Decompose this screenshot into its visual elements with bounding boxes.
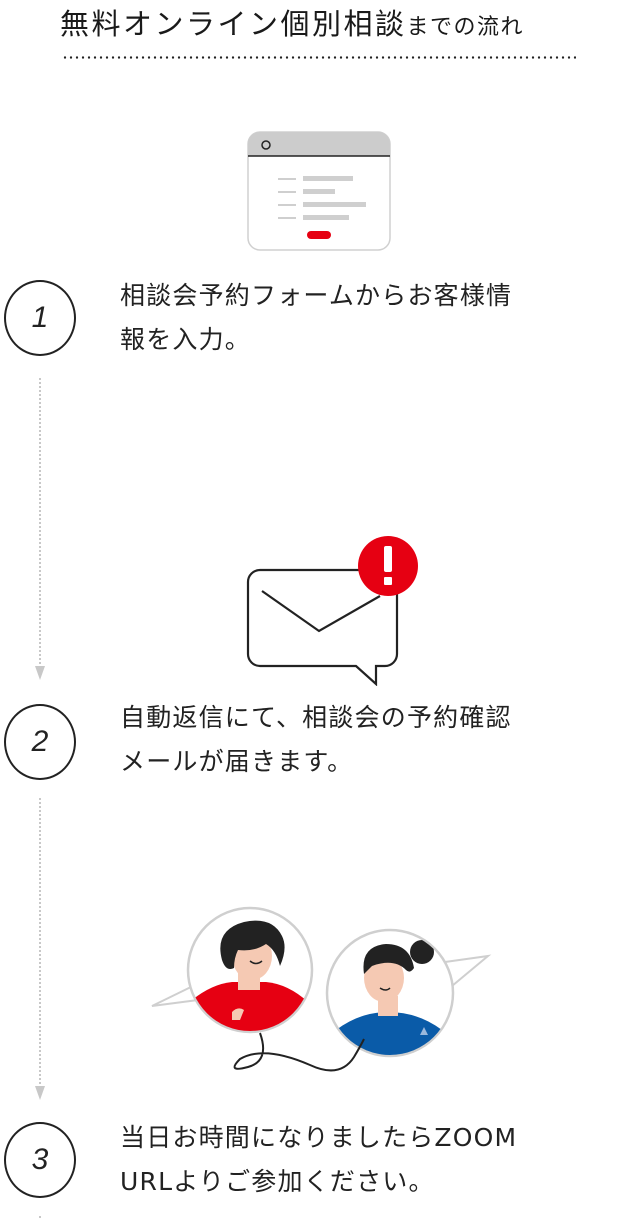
arrow-down-icon (35, 666, 45, 680)
step-number-3: 3 (4, 1122, 76, 1198)
step-2-description: 自動返信にて、相談会の予約確認 メールが届きます。 (120, 703, 512, 776)
step-connector-arrow (35, 378, 45, 680)
video-call-icon (140, 900, 500, 1090)
step-3-description: 当日お時間になりましたらZOOM URLよりご参加ください。 (120, 1123, 518, 1196)
step-number-2: 2 (4, 704, 76, 780)
title-suffix: までの流れ (406, 15, 525, 40)
title-main: 無料オンライン個別相談 (60, 7, 407, 41)
web-form-icon (246, 130, 392, 252)
page-title: 無料オンライン個別相談までの流れ (60, 2, 580, 50)
step-1-description: 相談会予約フォームからお客様情 報を入力。 (120, 281, 513, 354)
step-connector-arrow (35, 798, 45, 1100)
title-dotted-underline (62, 56, 576, 59)
arrow-down-icon (35, 1086, 45, 1100)
mail-alert-icon (240, 534, 430, 687)
step-connector-stub (38, 1216, 42, 1220)
step-number-1: 1 (4, 280, 76, 356)
